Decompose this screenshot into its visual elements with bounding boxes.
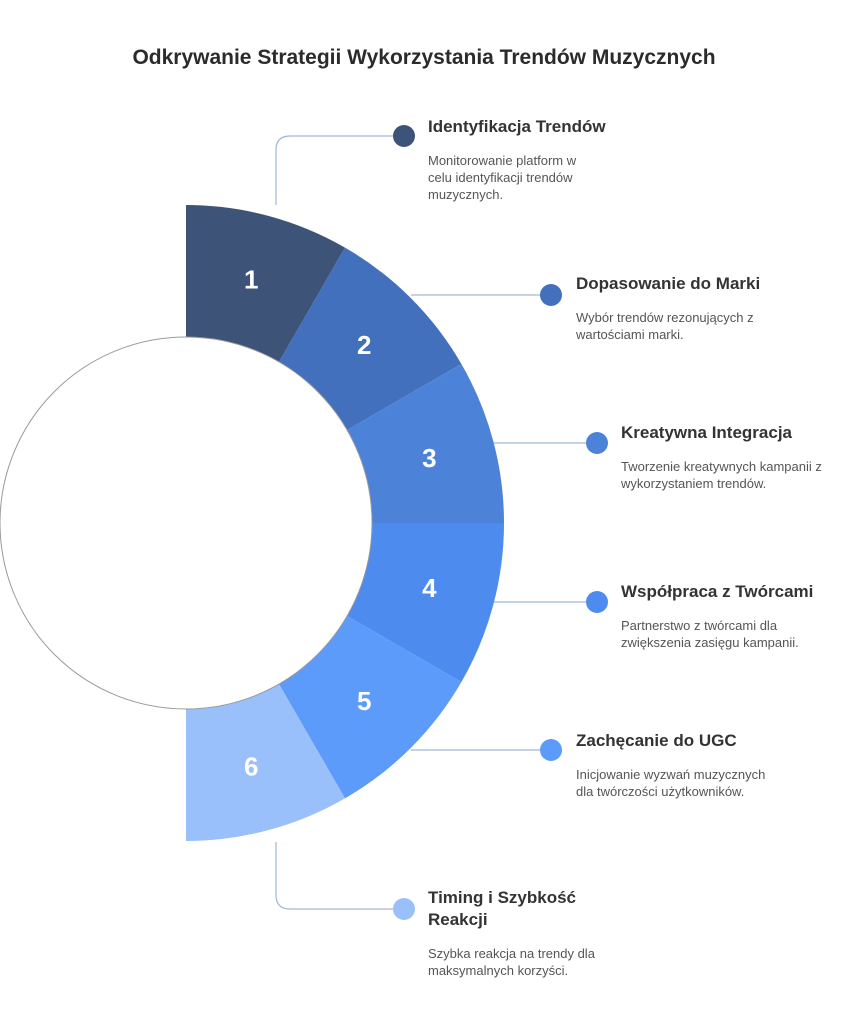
segment-2: [279, 247, 462, 430]
step-6-title: Timing i Szybkość Reakcji: [428, 888, 577, 929]
step-5-description: Inicjowanie wyzwań muzycznych dla twórcz…: [576, 767, 766, 799]
step-1-text: Identyfikacja Trendów Monitorowanie plat…: [428, 116, 628, 203]
step-2-description: Wybór trendów rezonujących z wartościami…: [576, 310, 754, 342]
step-3-title: Kreatywna Integracja: [621, 423, 793, 442]
step-2-title: Dopasowanie do Marki: [576, 274, 761, 293]
segment-6: [186, 684, 345, 841]
step-1-title: Identyfikacja Trendów: [428, 117, 606, 136]
center-description: Wykorzystanie trendów muzycznych w strat…: [90, 537, 280, 563]
step-1-description: Monitorowanie platform w celu identyfika…: [428, 153, 577, 202]
step-dot-6: [393, 898, 415, 920]
segment-1: [186, 205, 345, 362]
segment-number-5: 5: [357, 686, 371, 716]
step-6-description: Szybka reakcja na trendy dla maksymalnyc…: [428, 946, 595, 978]
page-title: Odkrywanie Strategii Wykorzystania Trend…: [132, 46, 716, 69]
step-dot-3: [586, 432, 608, 454]
segment-4: [347, 523, 504, 682]
segment-number-4: 4: [422, 573, 437, 603]
center-circle: [0, 336, 373, 710]
segment-number-1: 1: [244, 265, 258, 295]
step-6-text: Timing i Szybkość Reakcji Szybka reakcja…: [428, 887, 638, 979]
segment-number-2: 2: [357, 330, 371, 360]
step-3-text: Kreatywna Integracja Tworzenie kreatywny…: [621, 422, 831, 492]
step-3-description: Tworzenie kreatywnych kampanii z wykorzy…: [621, 459, 822, 491]
step-dot-4: [586, 591, 608, 613]
step-4-text: Współpraca z Twórcami Partnerstwo z twór…: [621, 581, 821, 651]
step-dot-1: [393, 125, 415, 147]
step-dot-5: [540, 739, 562, 761]
step-2-text: Dopasowanie do Marki Wybór trendów rezon…: [576, 273, 776, 343]
step-4-title: Współpraca z Twórcami: [621, 582, 814, 601]
segment-3: [347, 364, 504, 523]
segment-number-6: 6: [244, 751, 258, 781]
connector-line-1: [275, 135, 404, 205]
step-5-title: Zachęcanie do UGC: [576, 731, 737, 750]
connector-line-6: [275, 842, 404, 910]
center-title: Wykorzystanie Trendów Muzycznych: [82, 457, 288, 499]
segment-5: [279, 616, 462, 799]
step-dot-2: [540, 284, 562, 306]
step-4-description: Partnerstwo z twórcami dla zwiększenia z…: [621, 618, 799, 650]
segment-number-3: 3: [422, 443, 436, 473]
step-5-text: Zachęcanie do UGC Inicjowanie wyzwań muz…: [576, 730, 776, 800]
